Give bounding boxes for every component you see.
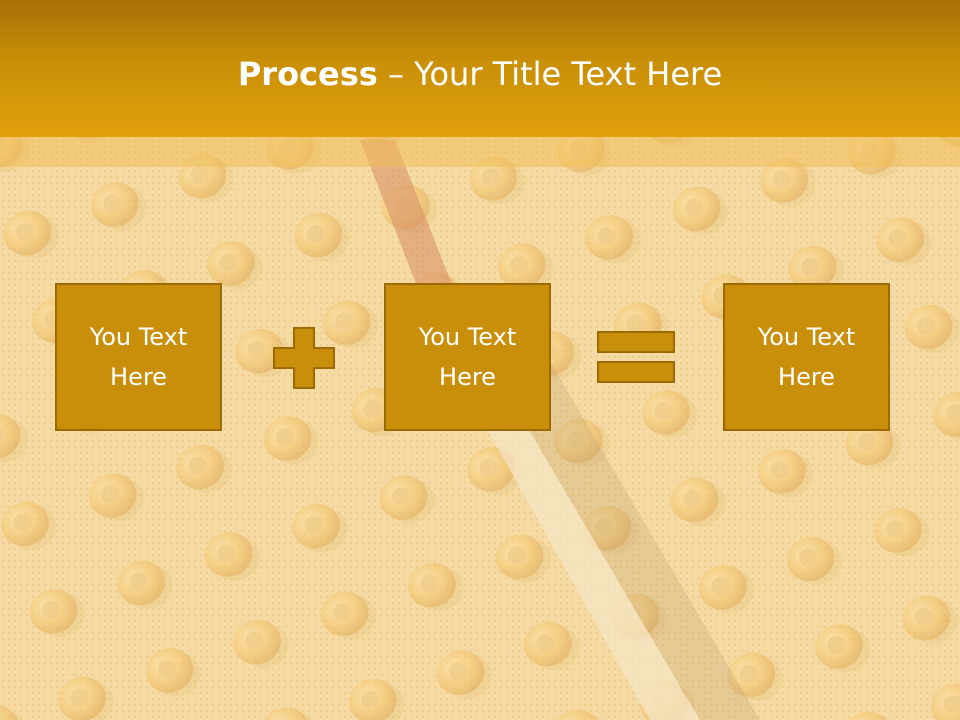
process-box-1[interactable]: You Text Here [55,283,222,431]
process-box-text: You Text Here [418,323,517,391]
process-box-2[interactable]: You Text Here [384,283,551,431]
plus-icon [273,327,335,389]
title-bold: Process [237,55,378,93]
process-box-text: You Text Here [757,323,856,391]
header-shadow-band [0,137,960,167]
title-rest: – Your Title Text Here [377,55,723,93]
process-box-3[interactable]: You Text Here [723,283,890,431]
slide-title: Process – Your Title Text Here [0,54,960,94]
title-bar [0,0,960,137]
equals-icon [597,331,675,383]
process-box-text: You Text Here [89,323,188,391]
